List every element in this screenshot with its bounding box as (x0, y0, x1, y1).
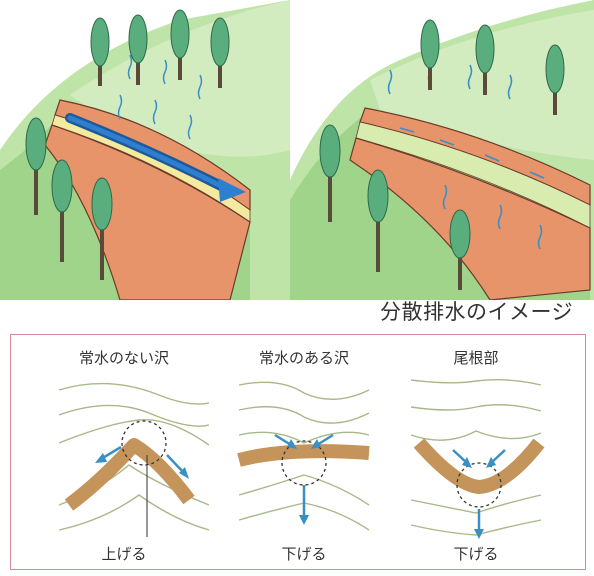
road (419, 443, 539, 487)
panel-label: 上げる (39, 543, 209, 564)
panel-gully-with-water: 常水のある沢 (229, 335, 379, 569)
panel-label: 下げる (401, 543, 551, 564)
figure-caption: 分散排水のイメージ (380, 296, 594, 326)
concentrated-drainage-illustration (0, 0, 290, 300)
panel-ridge: 尾根部 下 (401, 335, 551, 569)
road-drainage-panels: 常水のない沢 上げる (10, 334, 586, 570)
panel-gully-no-water: 常水のない沢 上げる (39, 335, 209, 569)
dispersed-drainage-illustration (290, 0, 594, 300)
gully-no-water-diagram (39, 335, 209, 569)
ridge-diagram (401, 335, 551, 569)
panel-label: 下げる (229, 543, 379, 564)
gully-with-water-diagram (229, 335, 379, 569)
road (69, 445, 189, 505)
road (239, 451, 369, 460)
